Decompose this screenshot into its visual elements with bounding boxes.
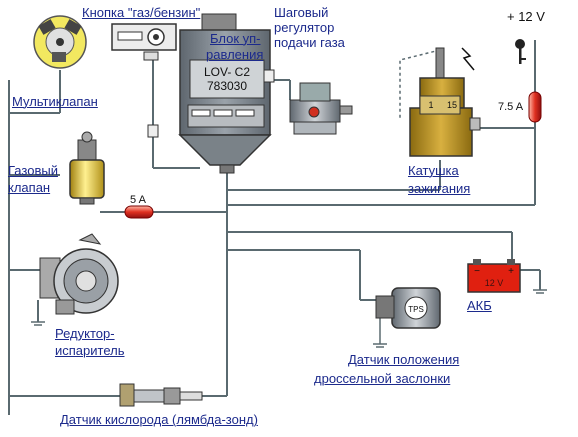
- label-supply-voltage: + 12 V: [507, 9, 545, 24]
- reducer-evaporator: [39, 233, 119, 315]
- dashed-wire: [399, 49, 441, 120]
- ecu-unit: [178, 13, 272, 174]
- tps-chip-text: TPS: [408, 305, 424, 314]
- label-stepper-line1: Шаговый: [274, 5, 329, 20]
- label-oxygen-sensor: Датчик кислорода (лямбда-зонд): [60, 412, 258, 427]
- coil-pin-left: 1: [428, 100, 433, 110]
- label-tps-line1: Датчик положения: [348, 352, 460, 367]
- ecu-model-text: LOV- C2: [204, 65, 250, 79]
- battery-minus: −: [474, 266, 480, 277]
- label-coil-line1: Катушка: [408, 163, 459, 178]
- label-battery: АКБ: [467, 298, 492, 313]
- spark-icon: [461, 47, 475, 71]
- label-tps-line2: дроссельной заслонки: [314, 371, 451, 386]
- label-ecu-line1: Блок уп-: [210, 31, 261, 46]
- ignition-coil: [409, 47, 481, 157]
- label-fuse-main: 7.5 A: [498, 101, 524, 113]
- ground-symbols: [31, 289, 547, 348]
- ignition-key-icon: [515, 39, 526, 64]
- multivalve: [33, 15, 87, 69]
- label-stepper-line2: регулятор: [274, 20, 335, 35]
- gas-petrol-switch: [111, 23, 177, 61]
- label-stepper-line3: подачи газа: [274, 35, 345, 50]
- ecu-connector-left: [147, 124, 159, 138]
- wires: [8, 40, 541, 415]
- coil-pin-right: 15: [447, 100, 457, 110]
- fuse-5a: [124, 205, 154, 219]
- battery: [467, 259, 521, 293]
- throttle-position-sensor: [375, 287, 441, 329]
- oxygen-sensor: [119, 383, 203, 407]
- fuse-7-5a: [528, 91, 542, 123]
- label-reducer-line1: Редуктор-: [55, 326, 115, 341]
- battery-plus: +: [508, 266, 514, 277]
- ecu-code-text: 783030: [207, 79, 247, 93]
- label-ecu-line2: равления: [206, 47, 264, 62]
- label-coil-line2: зажигания: [408, 181, 471, 196]
- label-multivalve: Мультиклапан: [12, 94, 98, 109]
- battery-voltage: 12 V: [485, 278, 504, 288]
- label-gas-valve-line1: Газовый: [8, 163, 58, 178]
- stepper-regulator: [289, 82, 353, 135]
- label-fuse-line: 5 A: [130, 194, 146, 206]
- ecu-connector-right: [263, 69, 275, 83]
- label-reducer-line2: испаритель: [55, 343, 125, 358]
- label-gas-petrol-button: Кнопка "газ/бензин": [82, 5, 201, 20]
- label-gas-valve-line2: клапан: [8, 180, 51, 195]
- gas-valve: [69, 131, 105, 205]
